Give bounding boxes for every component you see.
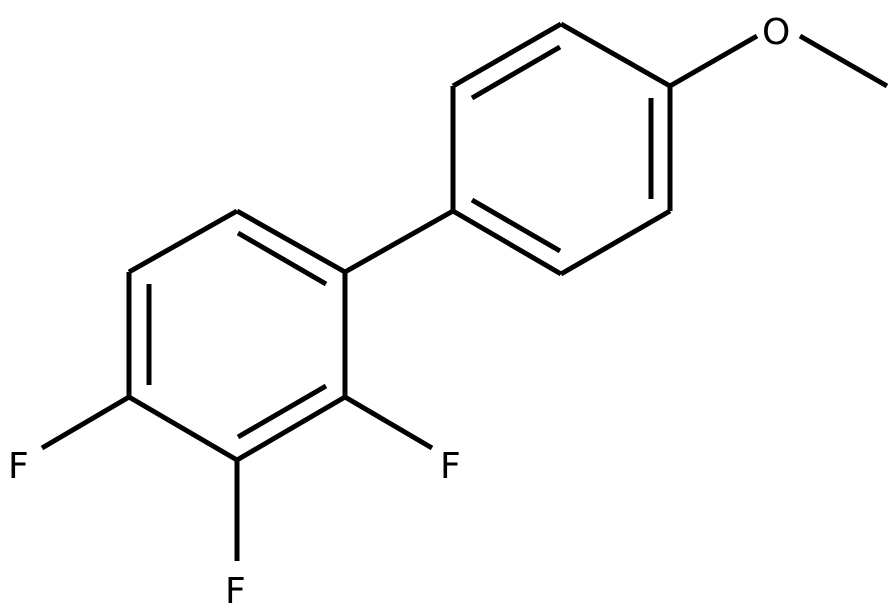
bond-ring1-top-left [127,208,239,275]
bond-ring2-top-left-inner [470,44,562,101]
bond-c-f-left [40,394,131,451]
bond-ring1-top-right [235,208,347,275]
atom-o-methoxy: O [762,12,790,53]
bond-ring1-bottom-left [127,394,239,463]
bond-biaryl [343,208,455,275]
bond-ring2-top-right [559,21,672,89]
atom-f-right: F [440,446,461,487]
bond-ring1-top-right-inner [236,230,328,287]
bond-ring1-bottom-right [235,394,347,463]
bond-ring2-top-left [451,21,563,89]
bond-ring1-bottom-right-inner [236,383,328,440]
atom-f-bottom: F [225,571,246,612]
bond-ring2-bottom-left [451,208,563,277]
methoxyphenyl-ring [450,21,673,277]
bond-ring2-bottom-right [559,208,672,277]
trifluorophenyl-ring [126,208,348,463]
atom-f-left: F [8,446,29,487]
bond-ring2-bottom-left-inner [470,197,562,254]
bond-c-o [668,33,759,89]
bond-o-ch3 [798,33,889,89]
bond-c-f-right [343,394,434,451]
